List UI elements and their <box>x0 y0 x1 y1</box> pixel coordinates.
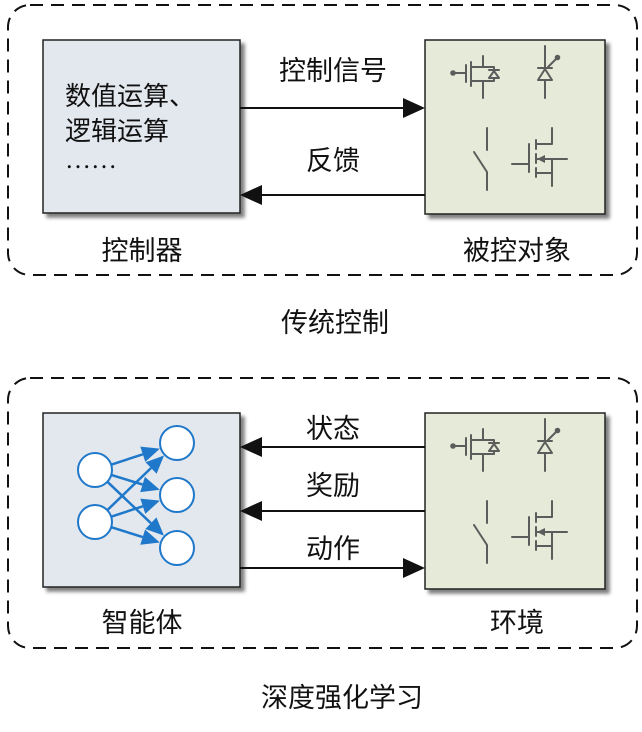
neural-network-icon <box>77 425 195 566</box>
nn-edge <box>110 505 144 518</box>
controller-box <box>42 39 241 214</box>
reward-arrowhead <box>240 501 262 521</box>
action-arrowhead <box>403 558 425 578</box>
nn-edge <box>106 480 152 525</box>
traditional-control-panel: 数值运算、 逻辑运算 …… 控制器 被控对象 控制信号 反馈 <box>7 4 638 276</box>
reward-label: 奖励 <box>306 471 360 501</box>
controller-content-ellipsis: …… <box>65 145 117 174</box>
agent-label: 智能体 <box>102 608 183 638</box>
nn-output-node <box>159 530 195 566</box>
nn-edge-arrowhead <box>140 529 160 545</box>
traditional-control-caption: 传统控制 <box>281 308 389 338</box>
nn-output-node <box>159 477 195 513</box>
state-label: 状态 <box>306 414 360 444</box>
action-arrow <box>240 558 425 578</box>
nn-edge-arrowhead <box>140 498 160 514</box>
nn-input-node <box>77 452 113 488</box>
drl-panel: 智能体 环境 状态 奖励 动作 <box>7 377 638 649</box>
nn-edge <box>110 525 144 539</box>
control-signal-label: 控制信号 <box>279 56 387 86</box>
state-arrow <box>240 437 425 457</box>
control-signal-arrowhead <box>403 98 425 118</box>
controller-content-line-2: 逻辑运算 <box>65 117 169 146</box>
state-arrowhead <box>240 437 262 457</box>
control-signal-arrow <box>240 98 425 118</box>
neural-network-edges <box>106 446 165 545</box>
nn-edge-arrowhead <box>140 446 160 462</box>
controller-label: 控制器 <box>102 236 183 266</box>
nn-edge-arrowhead <box>145 517 164 536</box>
plant-box <box>424 39 606 215</box>
nn-edge-arrowhead <box>140 476 160 493</box>
feedback-arrowhead <box>240 185 262 205</box>
reward-arrow <box>240 501 425 521</box>
environment-label: 环境 <box>490 608 544 638</box>
nn-output-node <box>159 425 195 461</box>
nn-edge <box>106 467 152 512</box>
plant-label: 被控对象 <box>463 236 571 266</box>
action-label: 动作 <box>306 534 360 564</box>
nn-edge <box>110 453 144 466</box>
drl-caption: 深度强化学习 <box>261 683 423 713</box>
feedback-arrow <box>240 185 425 205</box>
feedback-label: 反馈 <box>306 146 360 176</box>
controller-content-line-1: 数值运算、 <box>65 82 195 111</box>
nn-edge-arrowhead <box>145 455 165 474</box>
nn-input-node <box>77 504 113 540</box>
environment-box <box>424 412 606 590</box>
